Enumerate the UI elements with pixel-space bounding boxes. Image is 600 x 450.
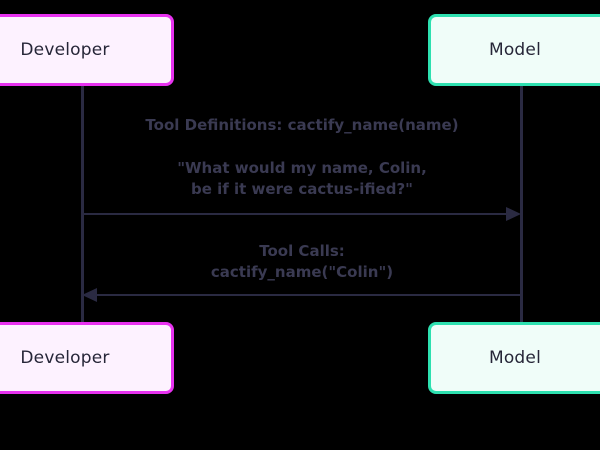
message-arrow-line-forward bbox=[82, 213, 512, 215]
participant-box-model-top[interactable]: Model bbox=[428, 14, 600, 86]
message-label-user-query: "What would my name, Colin, be if it wer… bbox=[177, 159, 427, 198]
lifeline-model bbox=[520, 86, 523, 322]
participant-box-developer-top[interactable]: Developer bbox=[0, 14, 174, 86]
participant-box-developer-bottom[interactable]: Developer bbox=[0, 322, 174, 394]
message-label-tool-calls: Tool Calls: cactify_name("Colin") bbox=[210, 242, 394, 281]
arrowhead-right-icon bbox=[506, 207, 521, 221]
message-arrow-line-back bbox=[92, 294, 522, 296]
message-label-tool-definitions: Tool Definitions: cactify_name(name) bbox=[145, 116, 459, 134]
participant-label-developer: Developer bbox=[20, 40, 110, 60]
participant-label-model: Model bbox=[488, 40, 542, 60]
lifeline-developer bbox=[81, 86, 84, 322]
participant-label-developer-bottom: Developer bbox=[20, 348, 110, 368]
arrowhead-left-icon bbox=[82, 288, 97, 302]
participant-label-model-bottom: Model bbox=[488, 348, 542, 368]
participant-box-model-bottom[interactable]: Model bbox=[428, 322, 600, 394]
